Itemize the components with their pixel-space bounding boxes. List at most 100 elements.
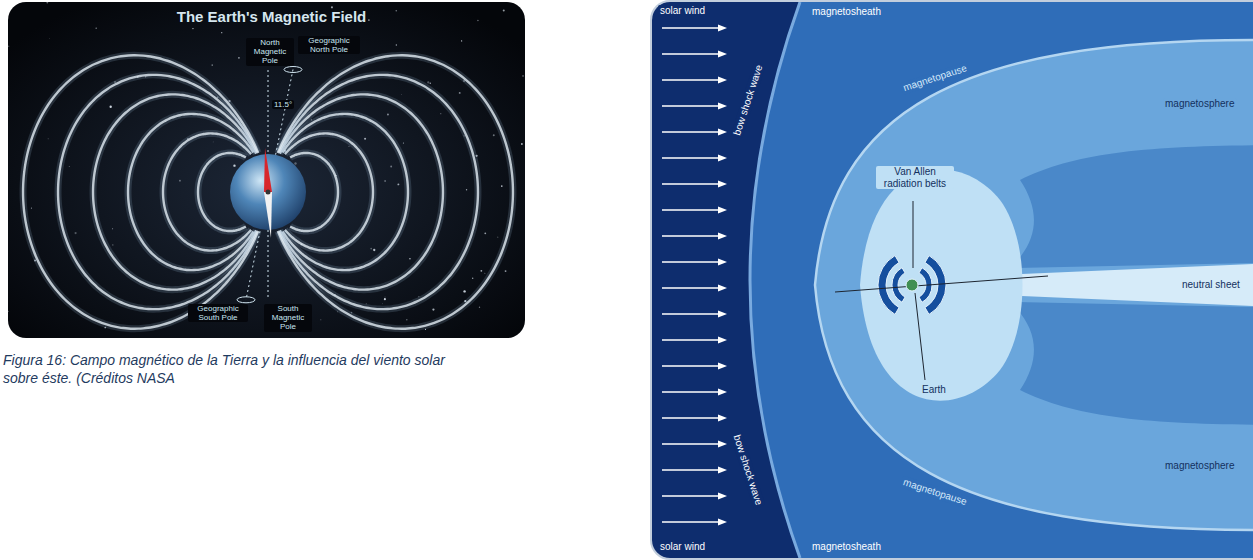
region-label: magnetosheath — [810, 541, 883, 553]
star — [8, 311, 9, 312]
star — [401, 94, 403, 96]
arrow-head — [718, 285, 727, 292]
region-label: Earth — [920, 384, 948, 396]
arrow-head — [718, 51, 727, 58]
star — [294, 162, 296, 164]
arrow-head — [718, 311, 727, 318]
region-label: neutral sheet — [1180, 279, 1242, 291]
arrow-head — [718, 259, 727, 266]
star — [522, 75, 524, 77]
solar-wind-arrow — [662, 53, 720, 55]
arrow-head — [718, 337, 727, 344]
pole-label: South Magnetic Pole — [264, 304, 312, 332]
star — [477, 20, 478, 21]
star — [432, 308, 434, 310]
star — [74, 232, 76, 234]
star — [49, 37, 51, 39]
region-label: solar wind — [658, 5, 707, 17]
star — [466, 189, 467, 190]
star — [463, 290, 465, 292]
star — [221, 32, 222, 33]
solar-wind-arrow — [662, 339, 720, 341]
star — [96, 28, 97, 29]
night-sky — [8, 2, 525, 338]
region-label: magnetosphere — [1163, 460, 1237, 472]
arrow-head — [718, 25, 727, 32]
tail-lobe — [1010, 145, 1253, 268]
magnetosphere-picture — [652, 2, 1253, 558]
arrow-head — [718, 363, 727, 370]
compass-pivot — [266, 190, 271, 195]
field-line — [58, 75, 257, 309]
earth-dot — [906, 279, 918, 291]
star — [48, 138, 49, 139]
star — [233, 164, 235, 166]
solar-wind-arrow — [662, 209, 720, 211]
solar-wind-arrow — [662, 157, 720, 159]
star — [521, 143, 523, 145]
field-line-glow — [58, 75, 257, 309]
star — [430, 83, 431, 84]
star — [472, 278, 473, 279]
star — [384, 298, 386, 300]
earth-globe — [230, 154, 306, 230]
arrow-head — [718, 155, 727, 162]
star — [179, 180, 181, 182]
star — [368, 19, 370, 21]
magnetosheath-region — [750, 2, 1253, 558]
star — [396, 44, 397, 45]
radiation-belt — [892, 268, 905, 303]
star — [484, 232, 486, 234]
star — [68, 165, 70, 167]
figure-caption: Figura 16: Campo magnético de la Tierra … — [3, 352, 473, 387]
star — [192, 28, 193, 29]
compass-needle-south — [264, 192, 272, 238]
radiation-belt — [878, 256, 899, 315]
arrow-head — [718, 441, 727, 448]
star — [406, 319, 408, 321]
field-line-glow — [279, 75, 478, 309]
arrow-head — [718, 233, 727, 240]
field-line — [278, 55, 513, 328]
region-label: Van Allen radiation belts — [876, 166, 954, 189]
star — [8, 46, 9, 47]
solar-wind-arrow — [662, 261, 720, 263]
region-label: magnetosheath — [810, 6, 883, 18]
star — [387, 114, 389, 116]
star — [211, 64, 213, 66]
star — [409, 258, 410, 259]
arrow-head — [718, 415, 727, 422]
inner-magnetosphere — [860, 169, 1023, 400]
rotation-ring — [284, 67, 302, 73]
star — [320, 319, 321, 320]
figure-title: The Earth's Magnetic Field — [8, 8, 535, 25]
star — [390, 165, 392, 167]
star — [505, 270, 507, 272]
solar-wind-arrow — [662, 391, 720, 393]
star — [501, 185, 503, 187]
region-label: solar wind — [658, 541, 707, 553]
star — [403, 142, 404, 143]
solar-wind-arrow — [662, 79, 720, 81]
star — [384, 296, 386, 298]
star — [110, 106, 112, 108]
compass-needle-north — [264, 148, 272, 192]
axis-line — [835, 276, 1048, 292]
star — [31, 207, 32, 208]
arrow-head — [718, 389, 727, 396]
solar-wind-arrow — [662, 521, 720, 523]
star — [46, 2, 48, 3]
solar-wind-arrow — [662, 417, 720, 419]
arrow-head — [718, 103, 727, 110]
pole-label: 11.5° — [272, 100, 294, 109]
solar-wind-arrow — [662, 313, 720, 315]
arrow-head — [718, 467, 727, 474]
magnetopause-region — [815, 40, 1253, 530]
solar-wind-arrow — [662, 235, 720, 237]
arrow-head — [718, 129, 727, 136]
star — [373, 249, 375, 251]
arrow-head — [718, 493, 727, 500]
star — [479, 307, 480, 308]
field-line — [279, 75, 478, 309]
